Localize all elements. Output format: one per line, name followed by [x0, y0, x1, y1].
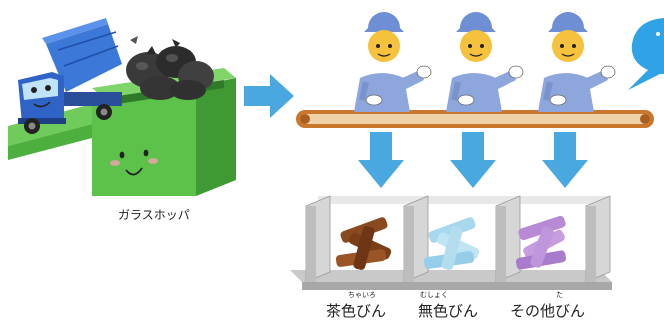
worker-icon	[354, 12, 616, 112]
brown-bottle-label: 茶色びん	[326, 302, 387, 320]
glass-pile-other	[515, 215, 567, 270]
clear-bottle-label: 無色びん	[418, 302, 479, 320]
hopper-label: ガラスホッパ	[118, 208, 190, 222]
glass-pile-brown	[335, 217, 392, 270]
clear-bottle-ruby: むしょく	[420, 291, 448, 299]
other-bottle-label: その他びん	[510, 302, 586, 320]
hopper-face	[110, 149, 158, 176]
speech-bubble-icon	[628, 18, 664, 90]
sorting-bins	[290, 195, 612, 290]
other-bottle-ruby: た	[556, 291, 563, 299]
down-arrow-icon	[358, 132, 588, 188]
glass-pile-clear	[423, 217, 480, 270]
right-arrow-icon	[244, 74, 294, 118]
brown-bottle-ruby: ちゃいろ	[348, 291, 376, 299]
glass-hopper	[8, 68, 236, 196]
conveyor-belt	[296, 110, 654, 128]
dump-truck-icon	[18, 18, 122, 134]
garbage-bags-icon	[126, 36, 214, 100]
